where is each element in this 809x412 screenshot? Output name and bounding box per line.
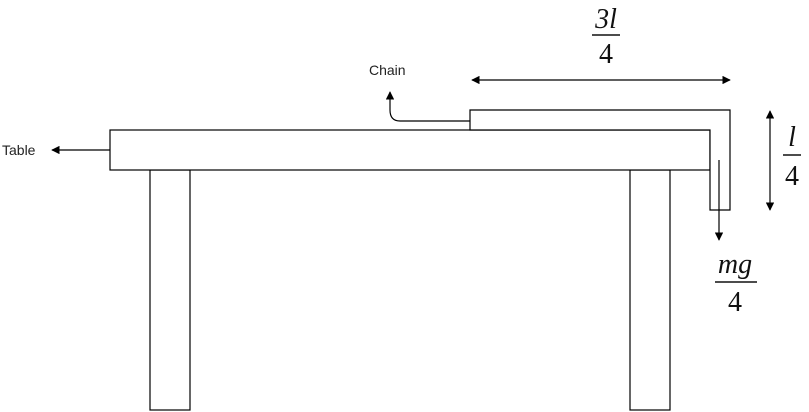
hanging-length-fraction: l 4 [783,122,801,192]
chain-pointer-arrow [385,91,470,122]
top-length-fraction: 3l 4 [592,4,620,70]
weight-force-denominator: 4 [728,287,742,318]
top-length-denominator: 4 [599,39,613,70]
table-leg-left [149,169,191,411]
table-leg-right [629,169,671,411]
table-label: Table [2,142,36,158]
chain-label: Chain [369,62,406,78]
top-length-numerator: 3l [594,4,617,35]
weight-force-numerator: mg [718,249,752,280]
weight-force-fraction: mg 4 [715,249,757,318]
table-top [109,129,711,171]
hanging-length-numerator: l [788,122,796,153]
hanging-length-denominator: 4 [785,161,799,192]
chain-shape [469,109,731,211]
